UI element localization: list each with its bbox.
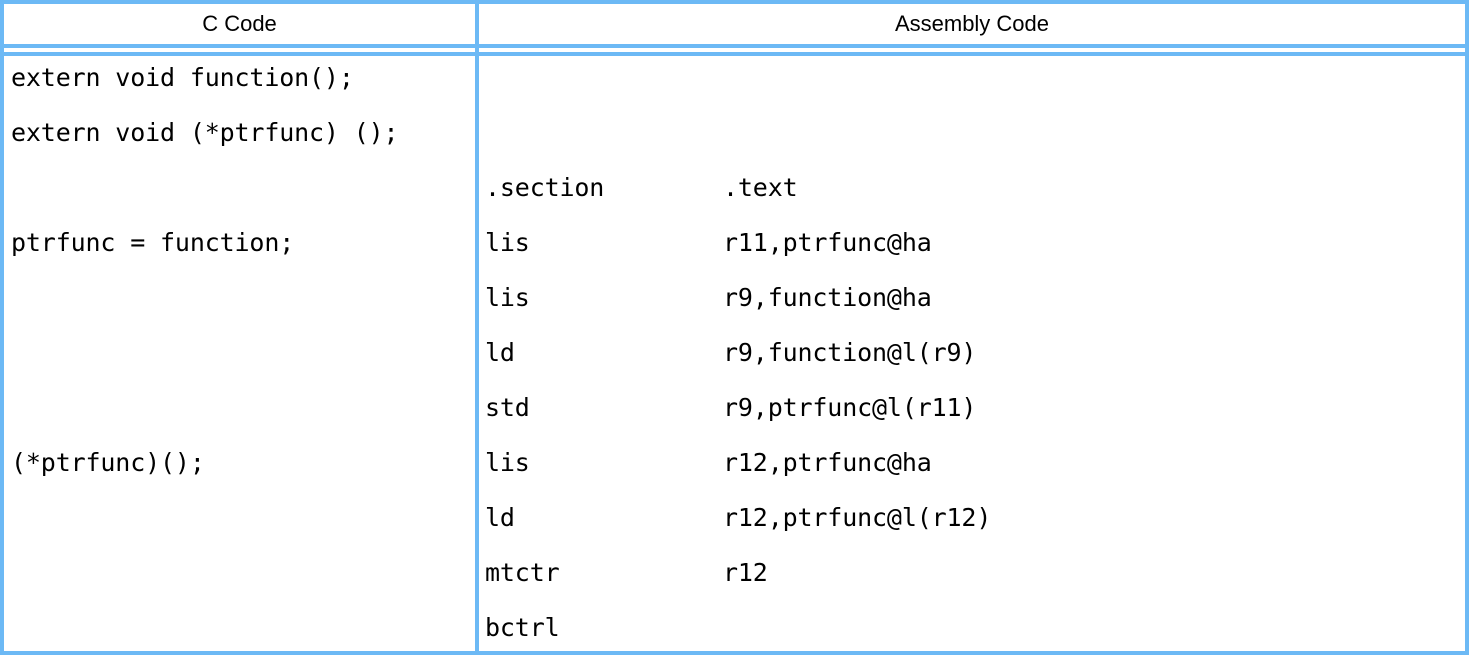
assembly-mnemonic: lis bbox=[485, 448, 530, 477]
assembly-operand: r9,function@l(r9) bbox=[723, 338, 977, 367]
assembly-mnemonic: mtctr bbox=[485, 558, 560, 587]
assembly-code-line: .section .text bbox=[485, 160, 798, 215]
assembly-code-line: lis r11,ptrfunc@ha bbox=[485, 215, 932, 270]
table-border-left bbox=[0, 0, 4, 655]
assembly-mnemonic: ld bbox=[485, 338, 515, 367]
assembly-code-line: bctrl bbox=[485, 600, 723, 651]
assembly-code-line: std r9,ptrfunc@l(r11) bbox=[485, 380, 976, 435]
assembly-mnemonic: lis bbox=[485, 228, 530, 257]
assembly-code-line: ld r9,function@l(r9) bbox=[485, 325, 976, 380]
c-code-pane: extern void function(); extern void (*ptr… bbox=[4, 56, 475, 651]
table-header-row: C Code Assembly Code bbox=[0, 4, 1469, 44]
column-header-c-code: C Code bbox=[202, 11, 277, 36]
assembly-code-pane: .section .text lis r11,ptrfunc@ha lis r9,func… bbox=[479, 56, 1465, 651]
assembly-mnemonic: bctrl bbox=[485, 613, 560, 642]
assembly-code-line: mtctr r12 bbox=[485, 545, 768, 600]
assembly-operand: r12,ptrfunc@ha bbox=[723, 448, 932, 477]
assembly-operand: r11,ptrfunc@ha bbox=[723, 228, 932, 257]
c-code-line: (*ptrfunc)(); bbox=[11, 448, 205, 477]
table-border-bottom bbox=[0, 651, 1469, 655]
assembly-mnemonic: lis bbox=[485, 283, 530, 312]
assembly-operand: .text bbox=[723, 173, 798, 202]
assembly-mnemonic: .section bbox=[485, 173, 605, 202]
header-rule-lower bbox=[0, 52, 1469, 56]
c-code-line: ptrfunc = function; bbox=[11, 228, 295, 257]
c-code-line: extern void (*ptrfunc) (); bbox=[11, 118, 399, 147]
assembly-code-line: ld r12,ptrfunc@l(r12) bbox=[485, 490, 991, 545]
assembly-operand: r9,ptrfunc@l(r11) bbox=[723, 393, 977, 422]
assembly-operand: r12 bbox=[723, 558, 768, 587]
table-border-top bbox=[0, 0, 1469, 4]
table-column-divider bbox=[475, 0, 479, 655]
column-header-assembly-code: Assembly Code bbox=[894, 11, 1050, 36]
assembly-operand: r12,ptrfunc@l(r12) bbox=[723, 503, 992, 532]
c-code-line: extern void function(); bbox=[11, 63, 354, 92]
assembly-code-line: lis r9,function@ha bbox=[485, 270, 932, 325]
assembly-mnemonic: ld bbox=[485, 503, 515, 532]
assembly-mnemonic: std bbox=[485, 393, 530, 422]
header-rule-upper bbox=[0, 44, 1469, 48]
assembly-code-line: lis r12,ptrfunc@ha bbox=[485, 435, 932, 490]
table-border-right bbox=[1465, 0, 1469, 655]
assembly-operand: r9,function@ha bbox=[723, 283, 932, 312]
